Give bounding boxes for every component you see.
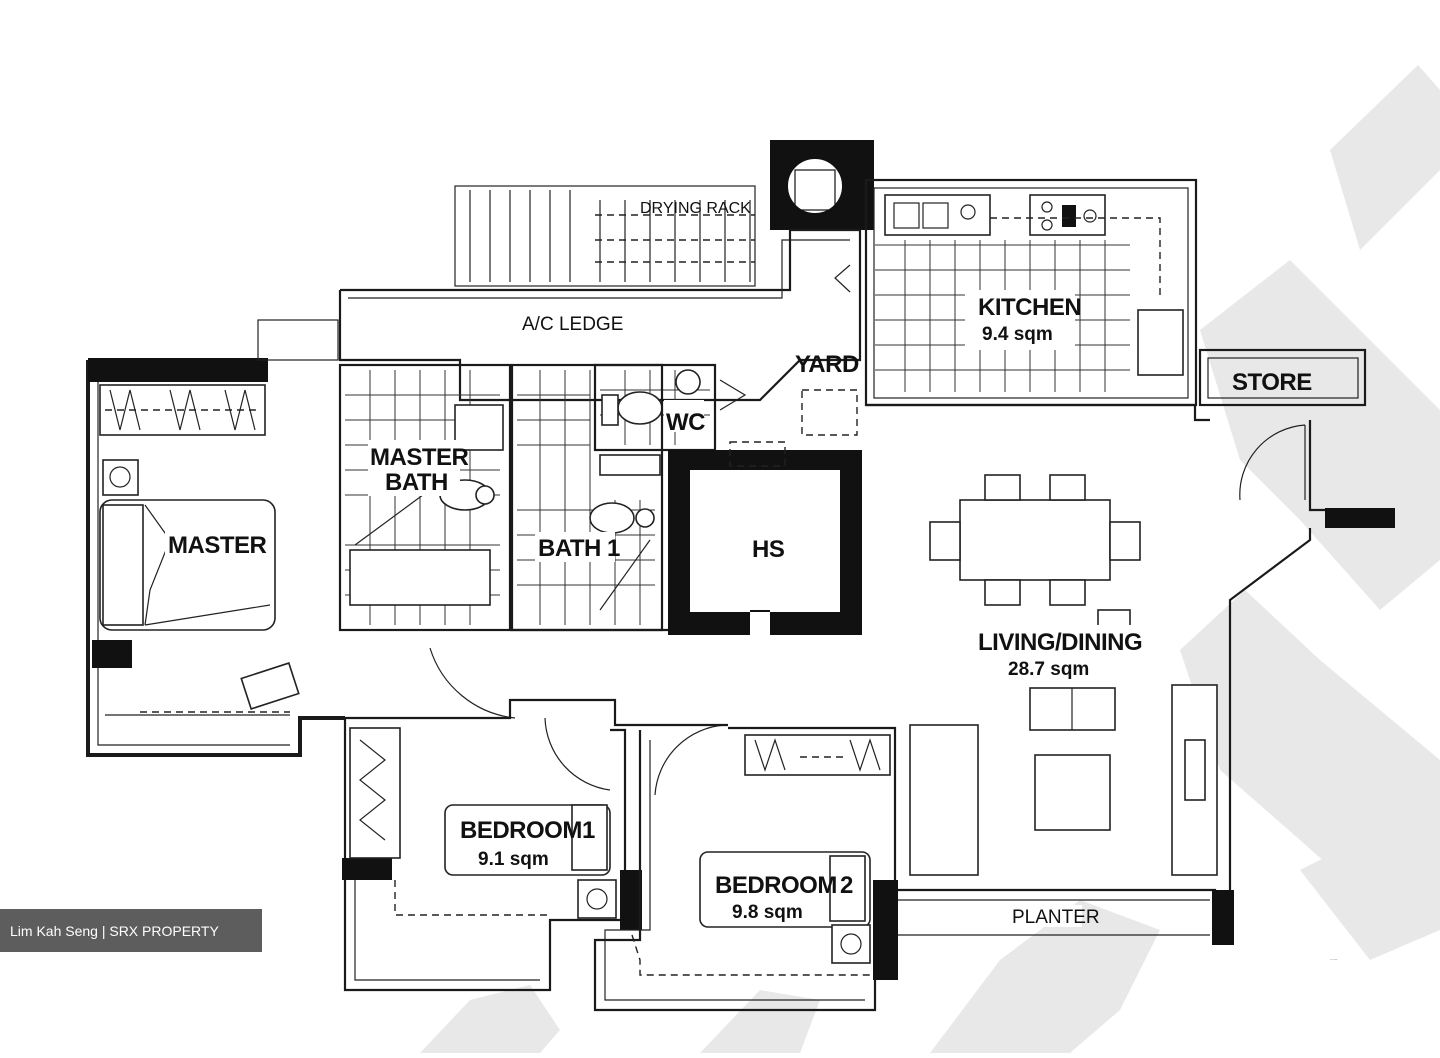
bedroom-1-label: BEDROOM bbox=[460, 817, 582, 844]
bath-1-label: BATH 1 bbox=[538, 535, 620, 562]
bedroom-2-label: BEDROOM bbox=[715, 872, 837, 899]
bedroom-1-number: 1 bbox=[582, 817, 595, 844]
household-shelter: HS bbox=[668, 441, 862, 635]
living-dining: LIVING/DINING 28.7 sqm bbox=[866, 403, 1395, 945]
ac-ledge: A/C LEDGE bbox=[338, 228, 862, 402]
ac-ledge-label: A/C LEDGE bbox=[522, 314, 623, 335]
kitchen-area: 9.4 sqm bbox=[982, 324, 1053, 345]
wc-label: WC bbox=[666, 409, 705, 436]
master-bath-label-line2: BATH bbox=[385, 469, 448, 496]
hs-label: HS bbox=[752, 536, 785, 563]
planter: PLANTER bbox=[898, 888, 1234, 945]
bath-1: BATH 1 bbox=[510, 363, 664, 632]
photo-credit: Lim Kah Seng | SRX PROPERTY bbox=[0, 909, 262, 952]
bedroom-2-area: 9.8 sqm bbox=[732, 902, 803, 923]
bedroom-2-number: 2 bbox=[840, 872, 853, 899]
living-dining-area: 28.7 sqm bbox=[1008, 659, 1089, 680]
master-bedroom-label: MASTER bbox=[168, 532, 267, 559]
store: STORE bbox=[1198, 348, 1367, 501]
stove-hob bbox=[1029, 194, 1106, 236]
dining-set bbox=[929, 474, 1141, 606]
living-furniture bbox=[909, 684, 1218, 876]
kitchen: KITCHEN 9.4 sqm bbox=[864, 178, 1198, 407]
drying-rack-label: DRYING RACK bbox=[640, 200, 751, 217]
kitchen-label: KITCHEN bbox=[978, 294, 1081, 321]
yard: YARD bbox=[795, 264, 859, 436]
living-dining-label: LIVING/DINING bbox=[978, 629, 1142, 656]
corridor-walls bbox=[345, 628, 728, 727]
service-column bbox=[770, 140, 874, 230]
master-bedroom: MASTER bbox=[86, 319, 516, 757]
drying-rack-bars bbox=[469, 190, 755, 282]
yard-label: YARD bbox=[795, 351, 859, 378]
bedroom-1-area: 9.1 sqm bbox=[478, 849, 549, 870]
master-bath: MASTER BATH bbox=[338, 363, 512, 632]
drying-rack: DRYING RACK bbox=[454, 185, 756, 287]
planter-label: PLANTER bbox=[1012, 907, 1100, 928]
bedroom-2: BEDROOM 2 9.8 sqm bbox=[593, 724, 898, 1012]
wc: WC bbox=[593, 363, 747, 452]
store-label: STORE bbox=[1232, 369, 1312, 396]
watermark-text: SRX PROPERTY bbox=[1330, 959, 1338, 961]
bedroom-1: BEDROOM 1 9.1 sqm bbox=[342, 717, 642, 992]
master-bath-label-line1: MASTER bbox=[370, 444, 469, 471]
